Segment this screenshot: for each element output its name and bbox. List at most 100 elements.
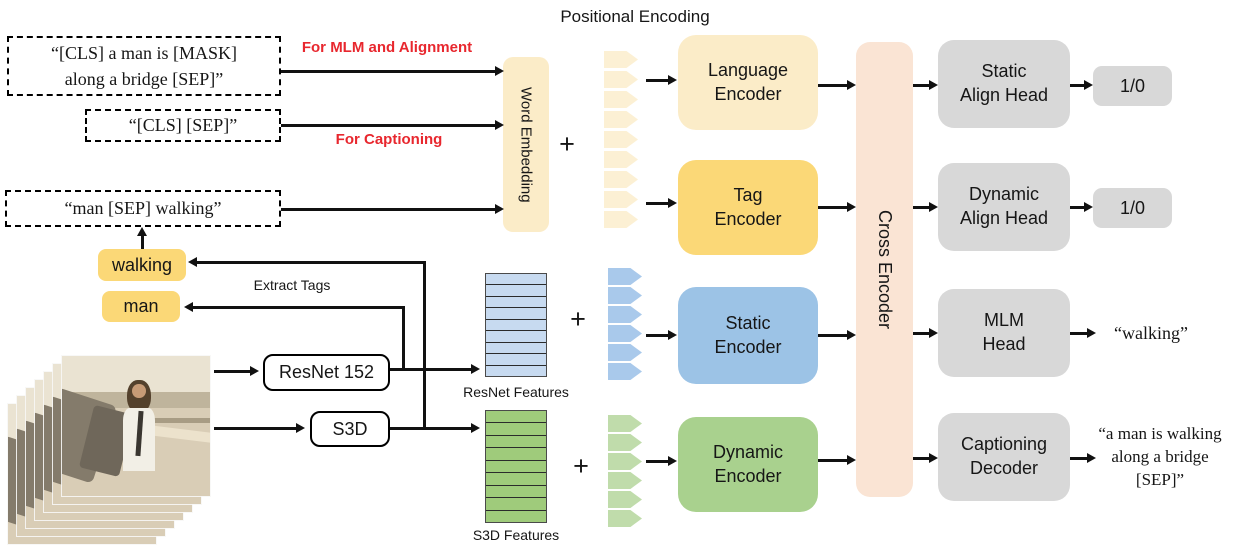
feature-row [486,330,546,342]
token-shape [604,131,638,148]
arrow-tokens-to-language-encoder [646,75,677,84]
plus-sign-static: + [570,303,586,334]
resnet-box: ResNet 152 [263,354,390,391]
positional-encoding-label: Positional Encoding [560,7,710,26]
tag-encoder-box: Tag Encoder [678,160,818,255]
dynamic-token-column [608,415,642,527]
s3d-features-column [485,410,547,523]
video-frame-stack [7,355,218,548]
arrow-walking-tag-to-tag-input [137,227,146,249]
token-shape [604,51,638,68]
token-shape [608,453,642,470]
tag-chip-man: man [102,291,180,322]
arrow-tokens-to-dynamic-encoder [646,456,677,465]
text-token-column [604,51,638,228]
token-shape [608,510,642,527]
arrow-cross-to-mlm-head [913,328,938,337]
dynamic-align-head-box: Dynamic Align Head [938,163,1070,251]
feature-row [486,274,546,285]
feature-row [486,447,546,460]
plus-sign-dynamic: + [573,450,589,481]
feature-row [486,307,546,319]
feature-row [486,341,546,354]
token-shape [604,211,638,228]
tag-input-box: “man [SEP] walking” [5,190,281,227]
arrow-extract-to-man-tag [184,302,404,311]
caption-input-box: “[CLS] [SEP]” [85,109,281,142]
connector-resnet-branch-line [402,306,405,369]
feature-row [486,497,546,510]
connector-s3d-branch-line [423,261,426,428]
token-shape [608,434,642,451]
mlm-input-box: “[CLS] a man is [MASK] along a bridge [S… [7,36,281,96]
mlm-head-box: MLM Head [938,289,1070,377]
arrow-tokens-to-static-encoder [646,330,677,339]
token-shape [608,268,642,285]
arrow-mlm-input-to-word-embedding [281,66,504,75]
feature-row [486,364,546,376]
resnet-features-label: ResNet Features [463,384,569,400]
feature-row [486,484,546,498]
arrow-captioning-to-output [1070,453,1096,462]
arrow-caption-input-to-word-embedding [281,120,504,129]
s3d-box: S3D [310,411,390,447]
s3d-features-label: S3D Features [472,527,560,543]
cross-encoder-box: Cross Encoder [856,42,913,497]
token-shape [608,306,642,323]
arrow-extract-to-walking-tag [188,257,425,266]
arrow-frames-to-s3d [214,423,305,432]
resnet-features-column [485,273,547,377]
token-shape [608,472,642,489]
arrow-static-to-cross-encoder [818,330,856,339]
video-frame [61,355,211,497]
route-label-captioning: For Captioning [335,130,443,148]
dynamic-encoder-box: Dynamic Encoder [678,417,818,512]
captioning-decoder-box: Captioning Decoder [938,413,1070,501]
extract-tags-label: Extract Tags [253,277,331,293]
arrow-resnet-to-features [390,364,480,373]
feature-row [486,509,546,522]
token-shape [604,91,638,108]
word-embedding-box: Word Embedding [503,57,549,232]
feature-row [486,411,546,423]
token-shape [608,325,642,342]
static-align-output: 1/0 [1093,66,1172,106]
feature-row [486,284,546,296]
arrow-tag-input-to-word-embedding [281,204,504,213]
feature-row [486,434,546,448]
token-shape [604,151,638,168]
token-shape [608,415,642,432]
static-encoder-box: Static Encoder [678,287,818,384]
token-shape [604,171,638,188]
arrow-language-to-cross-encoder [818,80,856,89]
arrow-cross-to-static-align-head [913,80,938,89]
arrow-static-align-to-output [1070,80,1093,89]
token-shape [604,191,638,208]
arrow-tag-to-cross-encoder [818,202,856,211]
token-shape [608,363,642,380]
feature-row [486,353,546,365]
arrow-dynamic-to-cross-encoder [818,455,856,464]
arrow-cross-to-dynamic-align-head [913,202,938,211]
dynamic-align-output: 1/0 [1093,188,1172,228]
token-shape [608,344,642,361]
feature-row [486,472,546,485]
arrow-s3d-to-features [390,423,480,432]
plus-sign-text: + [559,128,575,159]
feature-row [486,422,546,435]
static-token-column [608,268,642,380]
token-shape [604,111,638,128]
arrow-dynamic-align-to-output [1070,202,1093,211]
tag-chip-walking: walking [98,249,186,281]
feature-row [486,318,546,331]
arrow-mlm-head-to-output [1070,328,1096,337]
token-shape [608,287,642,304]
arrow-cross-to-captioning-decoder [913,453,938,462]
caption-output-text: “a man is walking along a bridge [SEP]” [1098,423,1222,489]
arrow-tokens-to-tag-encoder [646,198,677,207]
language-encoder-box: Language Encoder [678,35,818,130]
route-label-mlm-alignment: For MLM and Alignment [301,38,473,56]
feature-row [486,295,546,308]
arrow-frames-to-resnet [214,366,259,375]
